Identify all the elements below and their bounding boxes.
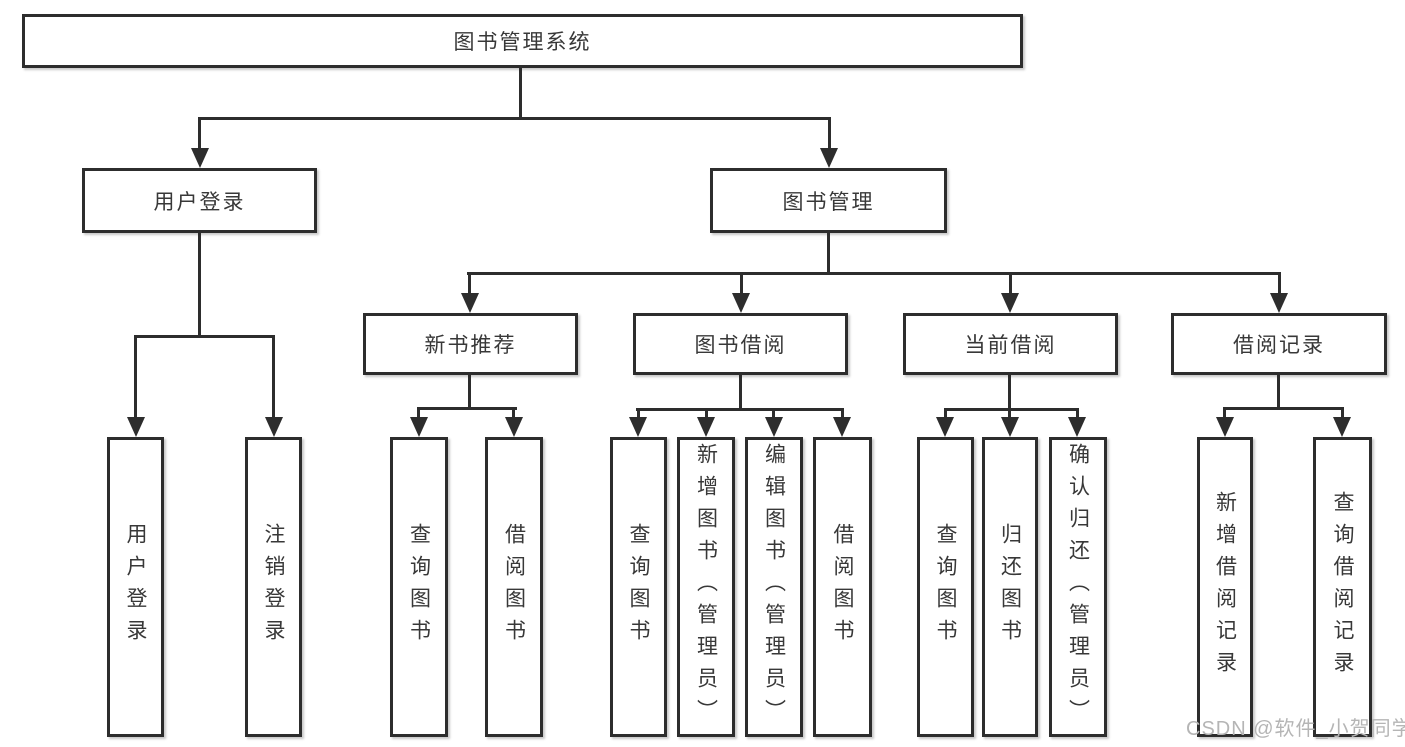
- node-label: 图书管理系统: [453, 31, 592, 54]
- node-leaf-edit-books-admin: 编辑图书（管理员）: [745, 437, 803, 737]
- arrow-down-icon: [461, 293, 479, 313]
- node-label: 查询图书: [934, 523, 957, 651]
- node-leaf-query-borrow-record: 查询借阅记录: [1313, 437, 1372, 737]
- node-label: 查询借阅记录: [1331, 491, 1354, 683]
- watermark: CSDN @软件_小贺同学: [1186, 718, 1405, 740]
- connector-line: [1223, 407, 1226, 420]
- connector-line: [467, 272, 1281, 275]
- node-label: 借阅图书: [831, 523, 854, 651]
- node-label: 查询图书: [407, 523, 431, 651]
- connector-line: [739, 375, 742, 410]
- connector-line: [198, 117, 831, 120]
- connector-line: [468, 272, 471, 297]
- node-label: 确认归还（管理员）: [1066, 443, 1090, 731]
- arrow-down-icon: [1216, 417, 1234, 437]
- connector-line: [636, 408, 844, 411]
- node-leaf-logout: 注销登录: [245, 437, 302, 737]
- node-label: 用户登录: [124, 523, 147, 651]
- node-label: 注销登录: [262, 523, 285, 651]
- node-library-management-system: 图书管理系统: [22, 14, 1023, 68]
- node-label: 编辑图书（管理员）: [762, 443, 786, 731]
- node-new-book-recommendation: 新书推荐: [363, 313, 578, 375]
- connector-line: [1223, 407, 1344, 410]
- connector-line: [134, 335, 275, 338]
- node-book-borrowing: 图书借阅: [633, 313, 848, 375]
- connector-line: [944, 408, 947, 420]
- connector-line: [1008, 375, 1011, 410]
- arrow-down-icon: [820, 148, 838, 168]
- connector-line: [944, 408, 1079, 411]
- node-leaf-return-books: 归还图书: [982, 437, 1038, 737]
- connector-line: [198, 117, 201, 150]
- connector-line: [1278, 272, 1281, 297]
- connector-line: [134, 335, 137, 421]
- node-label: 查询图书: [627, 523, 650, 651]
- arrow-down-icon: [765, 417, 783, 437]
- connector-line: [1076, 408, 1079, 420]
- arrow-down-icon: [505, 417, 523, 437]
- arrow-down-icon: [191, 148, 209, 168]
- connector-line: [740, 272, 743, 297]
- arrow-down-icon: [697, 417, 715, 437]
- node-label: 用户登录: [153, 190, 246, 214]
- connector-line: [1341, 407, 1344, 420]
- node-current-borrowing: 当前借阅: [903, 313, 1118, 375]
- connector-line: [417, 407, 420, 421]
- connector-line: [841, 408, 844, 420]
- connector-line: [512, 407, 515, 421]
- connector-line: [772, 408, 775, 420]
- node-borrowing-records: 借阅记录: [1171, 313, 1387, 375]
- connector-line: [637, 408, 640, 420]
- connector-line: [1277, 375, 1280, 409]
- node-label: 借阅记录: [1233, 334, 1325, 357]
- node-label: 新增图书（管理员）: [694, 443, 718, 731]
- node-leaf-add-books-admin: 新增图书（管理员）: [677, 437, 735, 737]
- node-user-login: 用户登录: [82, 168, 317, 233]
- connector-line: [1008, 408, 1011, 420]
- node-leaf-add-borrow-record: 新增借阅记录: [1197, 437, 1253, 737]
- arrow-down-icon: [936, 417, 954, 437]
- node-label: 新增借阅记录: [1213, 491, 1237, 683]
- arrow-down-icon: [833, 417, 851, 437]
- node-leaf-query-books-recommend: 查询图书: [390, 437, 448, 737]
- connector-line: [198, 233, 201, 338]
- node-leaf-user-login: 用户登录: [107, 437, 164, 737]
- connector-line: [705, 408, 708, 420]
- node-leaf-query-books-borrowing: 查询图书: [610, 437, 667, 737]
- node-label: 借阅图书: [502, 523, 526, 651]
- node-leaf-query-books-current: 查询图书: [917, 437, 974, 737]
- arrow-down-icon: [1333, 417, 1351, 437]
- arrow-down-icon: [1001, 417, 1019, 437]
- connector-line: [272, 335, 275, 421]
- arrow-down-icon: [629, 417, 647, 437]
- node-leaf-borrow-books: 借阅图书: [813, 437, 872, 737]
- arrow-down-icon: [1001, 293, 1019, 313]
- node-leaf-confirm-return-admin: 确认归还（管理员）: [1049, 437, 1107, 737]
- connector-line: [828, 117, 831, 150]
- arrow-down-icon: [1270, 293, 1288, 313]
- node-label: 图书借阅: [694, 334, 787, 357]
- arrow-down-icon: [732, 293, 750, 313]
- connector-line: [827, 233, 830, 275]
- node-label: 当前借阅: [964, 334, 1057, 357]
- node-label: 图书管理: [782, 190, 875, 214]
- arrow-down-icon: [265, 417, 283, 437]
- node-leaf-borrow-books-recommend: 借阅图书: [485, 437, 543, 737]
- connector-line: [1009, 272, 1012, 297]
- node-label: 归还图书: [998, 523, 1022, 651]
- arrow-down-icon: [410, 417, 428, 437]
- node-label: 新书推荐: [424, 334, 517, 357]
- arrow-down-icon: [1068, 417, 1086, 437]
- connector-line: [417, 407, 517, 410]
- connector-line: [519, 68, 522, 120]
- node-book-management: 图书管理: [710, 168, 947, 233]
- arrow-down-icon: [127, 417, 145, 437]
- connector-line: [468, 375, 471, 410]
